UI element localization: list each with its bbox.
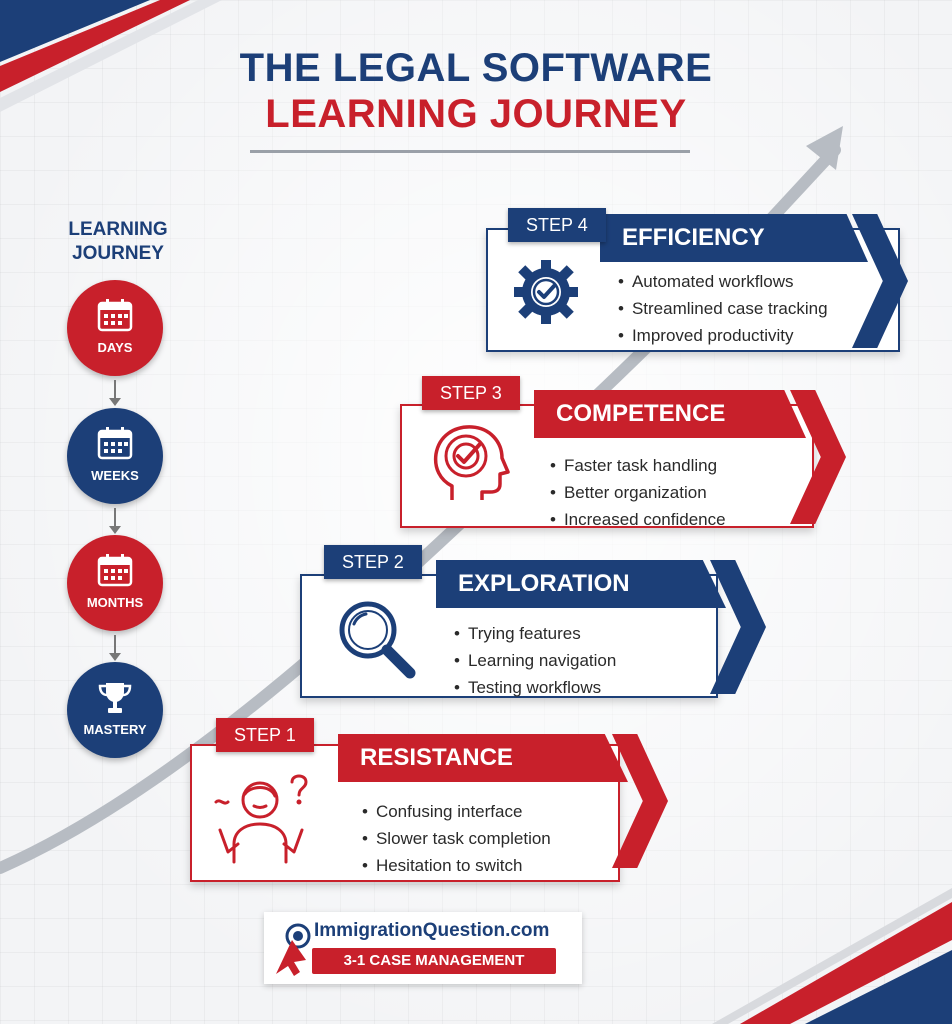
down-arrow [109,508,121,534]
list-item: Better organization [550,479,726,506]
calendar-icon [97,427,133,460]
list-item: Improved productivity [618,322,828,349]
list-item: Streamlined case tracking [618,295,828,322]
stage-days: DAYS [67,280,163,376]
step-3-heading: COMPETENCE [534,390,806,438]
brand-name: ImmigrationQuestion.com [314,920,550,941]
page-title-line2: LEARNING JOURNEY [265,92,687,136]
magnifier-icon [339,601,416,679]
step-1-bullets: Confusing interface Slower task completi… [362,798,551,879]
trophy-icon [98,683,132,713]
page-title-line1: THE LEGAL SOFTWARE [239,46,713,90]
step-2-tab: STEP 2 [324,545,422,579]
step-4-bullets: Automated workflows Streamlined case tra… [618,268,828,349]
list-item: Trying features [454,620,616,647]
step-2-heading: EXPLORATION [436,560,726,608]
step-4-tab: STEP 4 [508,208,606,242]
stage-weeks: WEEKS [67,408,163,504]
list-item: Hesitation to switch [362,852,551,879]
list-item: Slower task completion [362,825,551,852]
step-2-bullets: Trying features Learning navigation Test… [454,620,616,701]
list-item: Increased confidence [550,506,726,533]
title-divider [250,150,690,153]
list-item: Faster task handling [550,452,726,479]
brand-tagline: 3-1 CASE MANAGEMENT [312,948,556,974]
stage-mastery: MASTERY [67,662,163,758]
step-1-tab: STEP 1 [216,718,314,752]
step-3-tab: STEP 3 [422,376,520,410]
stage-label: WEEKS [91,468,139,483]
journey-title-line1: LEARNING [68,219,168,240]
confused-person-icon [214,774,308,864]
step-1-heading: RESISTANCE [338,734,628,782]
cursor-target-icon [276,923,311,976]
stage-label: DAYS [97,340,133,355]
list-item: Automated workflows [618,268,828,295]
down-arrow [109,635,121,661]
brand-logo: ImmigrationQuestion.com 3-1 CASE MANAGEM… [264,912,582,984]
stage-label: MONTHS [86,595,144,610]
list-item: Testing workflows [454,674,616,701]
gear-check-icon [514,260,578,324]
step-4-heading: EFFICIENCY [600,214,868,262]
list-item: Learning navigation [454,647,616,674]
journey-title: LEARNING JOURNEY [58,218,178,266]
step-3-bullets: Faster task handling Better organization… [550,452,726,533]
list-item: Confusing interface [362,798,551,825]
stage-months: MONTHS [67,535,163,631]
down-arrow [109,380,121,406]
stage-label: MASTERY [83,722,147,737]
calendar-icon [97,299,133,332]
journey-title-line2: JOURNEY [72,243,164,264]
head-target-icon [433,425,510,500]
calendar-icon [97,554,133,587]
